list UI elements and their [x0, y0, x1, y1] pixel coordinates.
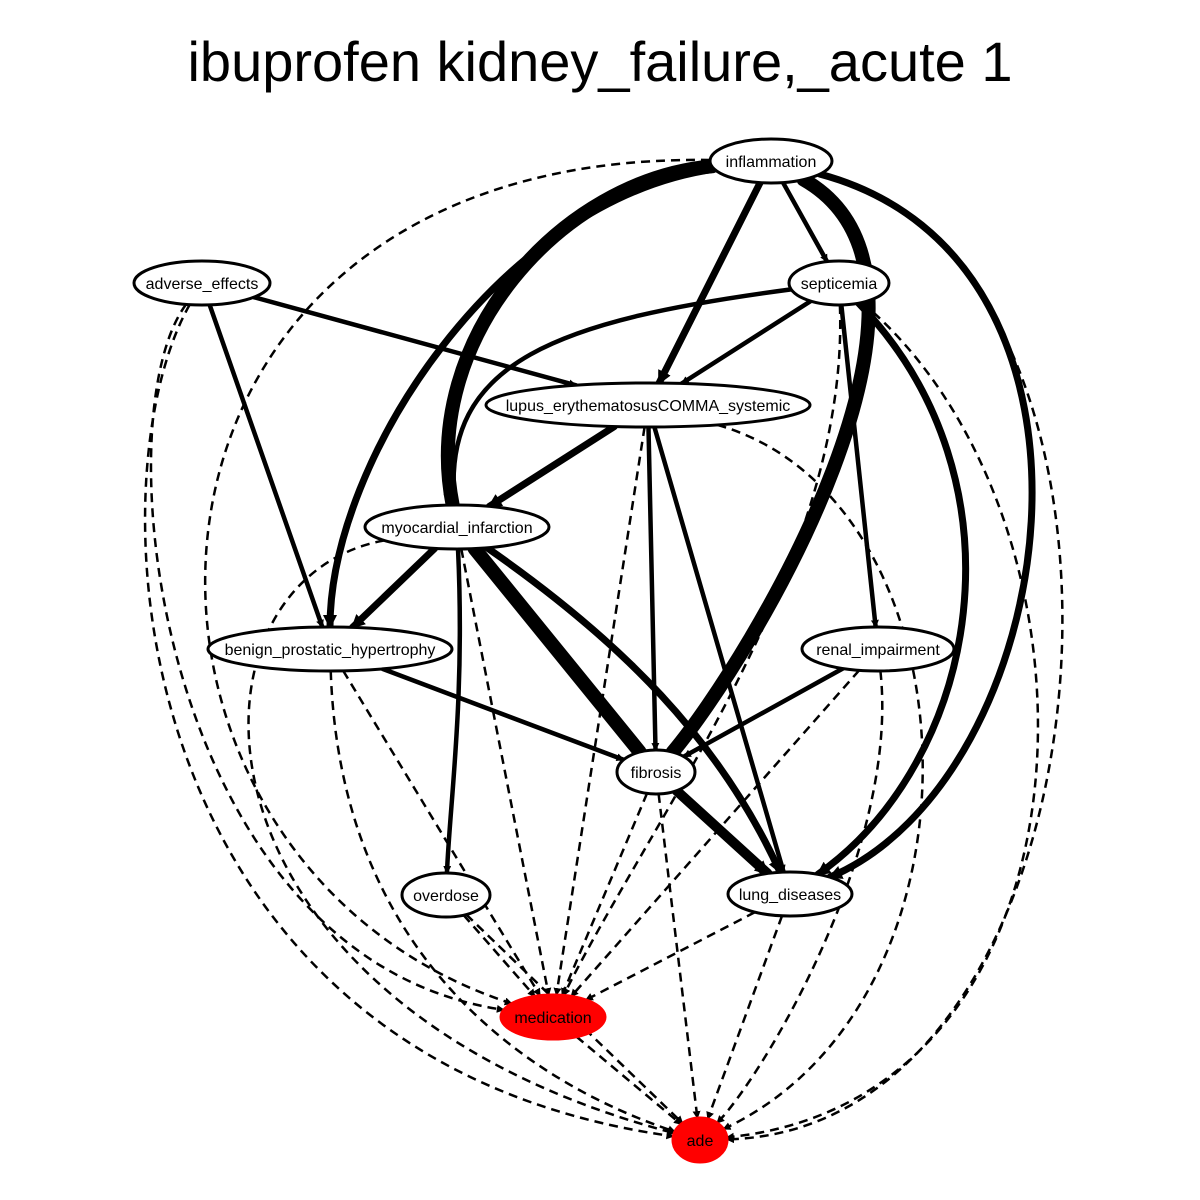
edge-inflammation-to-lupus — [655, 179, 764, 387]
edge-lung_diseases-to-medication — [584, 911, 756, 1002]
node-label-renal_impairment: renal_impairment — [816, 642, 940, 659]
edge-septicemia-to-renal_impairment — [839, 302, 879, 630]
edge-lung_diseases-to-ade — [706, 915, 784, 1120]
edge-bph-to-medication — [342, 670, 542, 997]
edge-myocardial_infarction-to-fibrosis — [467, 541, 647, 759]
node-label-inflammation: inflammation — [726, 154, 817, 171]
edge-myocardial_infarction-to-lung_diseases — [483, 544, 784, 876]
node-shape-renal_impairment — [800, 625, 956, 673]
node-renal_impairment[interactable]: renal_impairment — [800, 625, 956, 673]
edge-bph-to-ade — [329, 670, 676, 1134]
edge-myocardial_infarction-to-ade — [247, 539, 676, 1136]
edge-medication-to-ade — [575, 1035, 682, 1126]
node-shape-septicemia — [787, 259, 891, 307]
edge-lupus-to-myocardial_infarction — [485, 423, 618, 510]
node-shape-lung_diseases — [726, 870, 854, 918]
node-shape-overdose — [400, 871, 492, 919]
edge-overdose-to-medication — [462, 914, 536, 998]
edge-bph-to-fibrosis — [380, 666, 626, 763]
node-label-lung_diseases: lung_diseases — [739, 887, 841, 904]
graph-title: ibuprofen kidney_failure,_acute 1 — [187, 30, 1013, 93]
edge-adverse_effects-to-lupus — [251, 294, 579, 388]
node-shape-medication — [499, 993, 607, 1041]
edge-septicemia-to-lupus — [679, 298, 813, 386]
node-shape-lupus — [484, 381, 812, 429]
node-label-fibrosis: fibrosis — [631, 765, 682, 782]
edge-renal_impairment-to-ade — [716, 670, 884, 1124]
node-septicemia[interactable]: septicemia — [787, 259, 891, 307]
node-label-overdose: overdose — [413, 888, 479, 905]
edge-septicemia-to-ade — [725, 301, 1040, 1141]
node-label-myocardial_infarction: myocardial_infarction — [381, 520, 532, 537]
node-shape-bph — [206, 625, 454, 673]
node-inflammation[interactable]: inflammation — [708, 137, 834, 185]
node-label-lupus: lupus_erythematosusCOMMA_systemic — [506, 398, 791, 415]
edge-adverse_effects-to-ade — [143, 304, 675, 1140]
edge-inflammation-to-medication — [204, 158, 711, 1006]
edge-adverse_effects-to-medication — [149, 303, 505, 1013]
edge-lupus-to-ade — [717, 423, 924, 1131]
edge-fibrosis-to-medication — [560, 792, 649, 997]
edge-adverse_effects-to-bph — [207, 302, 325, 630]
edge-fibrosis-to-lung_diseases — [671, 785, 773, 879]
node-bph[interactable]: benign_prostatic_hypertrophy — [206, 625, 454, 673]
node-shape-adverse_effects — [132, 259, 272, 307]
edge-myocardial_infarction-to-medication — [460, 548, 552, 997]
edge-inflammation-to-myocardial_infarction — [440, 159, 719, 513]
node-label-ade: ade — [687, 1133, 714, 1150]
node-shape-myocardial_infarction — [363, 503, 551, 551]
node-shape-inflammation — [708, 137, 834, 185]
edge-inflammation-to-fibrosis — [665, 172, 876, 760]
nodes-layer: inflammation adverse_effects septicemia lup… — [132, 137, 956, 1164]
node-shape-fibrosis — [615, 748, 697, 796]
edge-inflammation-to-ade — [725, 172, 1064, 1144]
edge-myocardial_infarction-to-overdose — [443, 546, 463, 876]
node-lupus[interactable]: lupus_erythematosusCOMMA_systemic — [484, 381, 812, 429]
node-label-adverse_effects: adverse_effects — [146, 276, 259, 293]
node-medication[interactable]: medication — [499, 993, 607, 1041]
node-label-septicemia: septicemia — [801, 276, 878, 293]
node-fibrosis[interactable]: fibrosis — [615, 748, 697, 796]
node-ade[interactable]: ade — [671, 1116, 729, 1164]
edge-septicemia-to-lung_diseases — [814, 299, 970, 878]
node-label-bph: benign_prostatic_hypertrophy — [225, 642, 436, 659]
node-lung_diseases[interactable]: lung_diseases — [726, 870, 854, 918]
node-myocardial_infarction[interactable]: myocardial_infarction — [363, 503, 551, 551]
edge-fibrosis-to-ade — [657, 793, 701, 1120]
edge-lupus-to-lung_diseases — [652, 424, 786, 875]
edge-myocardial_infarction-to-bph — [349, 544, 439, 631]
node-shape-ade — [671, 1116, 729, 1164]
edge-lupus-to-fibrosis — [646, 424, 660, 753]
node-overdose[interactable]: overdose — [400, 871, 492, 919]
edge-inflammation-to-septicemia — [780, 180, 830, 264]
edges-layer — [143, 158, 1064, 1144]
edge-renal_impairment-to-medication — [570, 669, 861, 998]
edge-septicemia-to-medication — [562, 304, 842, 997]
edge-septicemia-to-myocardial_infarction — [450, 287, 794, 508]
node-label-medication: medication — [514, 1010, 591, 1027]
edge-renal_impairment-to-fibrosis — [681, 666, 846, 759]
node-adverse_effects[interactable]: adverse_effects — [132, 259, 272, 307]
